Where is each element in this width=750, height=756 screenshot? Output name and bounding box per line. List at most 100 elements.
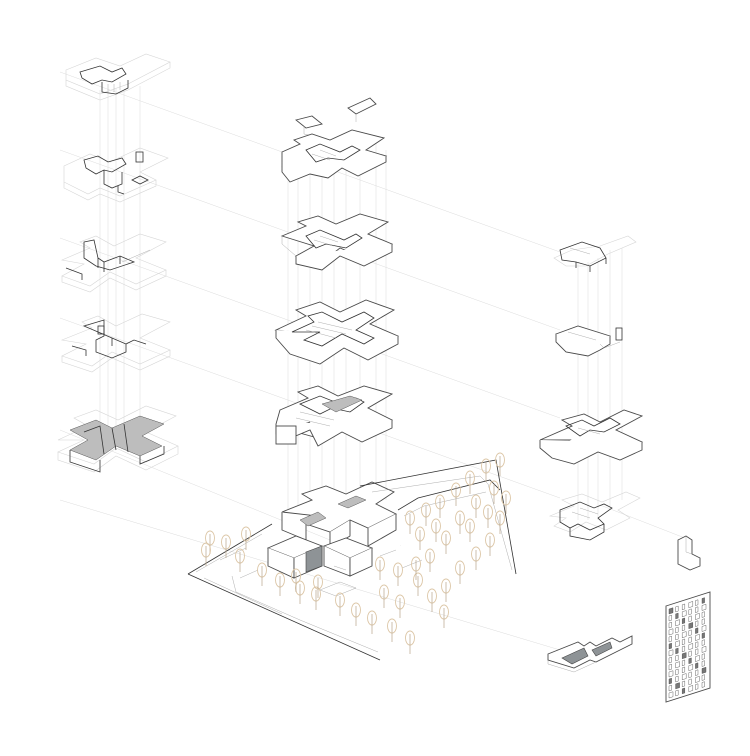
tree-icon xyxy=(465,470,475,494)
tree-icon xyxy=(455,560,465,584)
facade-cell xyxy=(701,618,705,625)
tree-icon xyxy=(257,562,267,586)
facade-cell xyxy=(701,639,705,646)
facade-cell xyxy=(701,645,707,653)
facade-cell xyxy=(668,663,672,671)
tree-icon xyxy=(335,592,345,616)
facade-cell xyxy=(675,605,679,613)
left-level-1 xyxy=(65,53,171,101)
facade-cell xyxy=(701,597,705,604)
tree-icon xyxy=(425,548,435,572)
tree-icon xyxy=(395,594,405,618)
facade-cell xyxy=(675,633,679,641)
tree-icon xyxy=(481,458,491,482)
facade-cell xyxy=(675,682,680,690)
tree-icon xyxy=(441,530,451,554)
facade-cell xyxy=(682,617,685,625)
facade-cell xyxy=(668,621,672,629)
tree-icon xyxy=(351,602,361,626)
tree-icon xyxy=(501,490,511,514)
facade-cell xyxy=(695,627,699,634)
tree-icon xyxy=(387,618,397,642)
tree-icon xyxy=(221,534,231,558)
left-level-5 xyxy=(57,405,179,473)
site-trees xyxy=(201,452,511,654)
facade-cell xyxy=(668,635,672,643)
detail-facade-panel xyxy=(665,591,711,703)
left-level-3 xyxy=(60,233,167,293)
tree-icon xyxy=(379,584,389,608)
facade-cell xyxy=(695,634,700,641)
facade-cell xyxy=(682,645,685,653)
facade-cell xyxy=(682,610,687,618)
facade-cell xyxy=(668,684,672,692)
facade-cell xyxy=(682,680,685,688)
tree-icon xyxy=(295,580,305,604)
tree-icon xyxy=(205,530,215,554)
facade-cell xyxy=(701,603,707,611)
left-level-2 xyxy=(63,147,169,203)
tree-icon xyxy=(235,548,245,572)
tree-icon xyxy=(375,556,385,580)
tree-icon xyxy=(393,562,403,586)
facade-cell xyxy=(701,681,705,688)
tree-icon xyxy=(483,504,493,528)
facade-cell xyxy=(688,643,693,650)
facade-cell xyxy=(695,620,699,627)
facade-cell xyxy=(675,612,679,620)
facade-cell xyxy=(668,649,674,657)
detail-wall-section xyxy=(547,635,633,673)
facade-cell xyxy=(675,675,679,683)
facade-cell xyxy=(675,619,680,627)
facade-cell xyxy=(682,624,685,632)
left-stack xyxy=(57,53,179,473)
right-stack xyxy=(539,235,644,541)
facade-cell xyxy=(675,689,679,697)
facade-cell xyxy=(675,654,679,662)
facade-cell xyxy=(668,628,674,636)
right-level-3 xyxy=(539,409,644,465)
facade-cell xyxy=(688,664,693,671)
facade-cell xyxy=(675,661,680,669)
facade-cell xyxy=(695,676,700,683)
tree-icon xyxy=(439,604,449,628)
facade-cell xyxy=(682,603,685,611)
tree-icon xyxy=(451,482,461,506)
tree-icon xyxy=(431,518,441,542)
facade-cell xyxy=(688,615,692,622)
tree-icon xyxy=(427,588,437,612)
facade-cell xyxy=(695,599,699,606)
facade-cell xyxy=(695,655,700,662)
tree-icon xyxy=(495,510,505,534)
facade-cell xyxy=(695,613,700,620)
facade-cell xyxy=(688,678,692,685)
facade-cell xyxy=(675,640,680,648)
tree-icon xyxy=(413,572,423,596)
facade-cell xyxy=(695,606,699,613)
tree-icon xyxy=(367,610,377,634)
facade-cell xyxy=(688,608,692,615)
center-level-3 xyxy=(274,299,400,365)
facade-cell xyxy=(701,674,705,681)
svg-text:·: · xyxy=(400,543,401,547)
facade-cell xyxy=(701,666,707,674)
right-level-4 xyxy=(548,491,641,541)
tree-icon xyxy=(441,578,451,602)
facade-cell xyxy=(688,650,692,657)
facade-cell xyxy=(668,677,672,685)
detail-l-block xyxy=(677,535,701,571)
tree-icon xyxy=(421,502,431,526)
facade-cell xyxy=(682,659,685,667)
facade-cell xyxy=(695,683,699,690)
tree-icon xyxy=(435,494,445,518)
tree-icon xyxy=(471,494,481,518)
facade-cell xyxy=(701,660,705,667)
left-level-4 xyxy=(60,313,171,373)
facade-cell xyxy=(695,641,699,648)
facade-cell xyxy=(688,685,693,692)
right-level-1 xyxy=(553,235,637,272)
tree-icon xyxy=(275,572,285,596)
facade-cell xyxy=(675,668,679,676)
center-level-1 xyxy=(281,129,388,183)
